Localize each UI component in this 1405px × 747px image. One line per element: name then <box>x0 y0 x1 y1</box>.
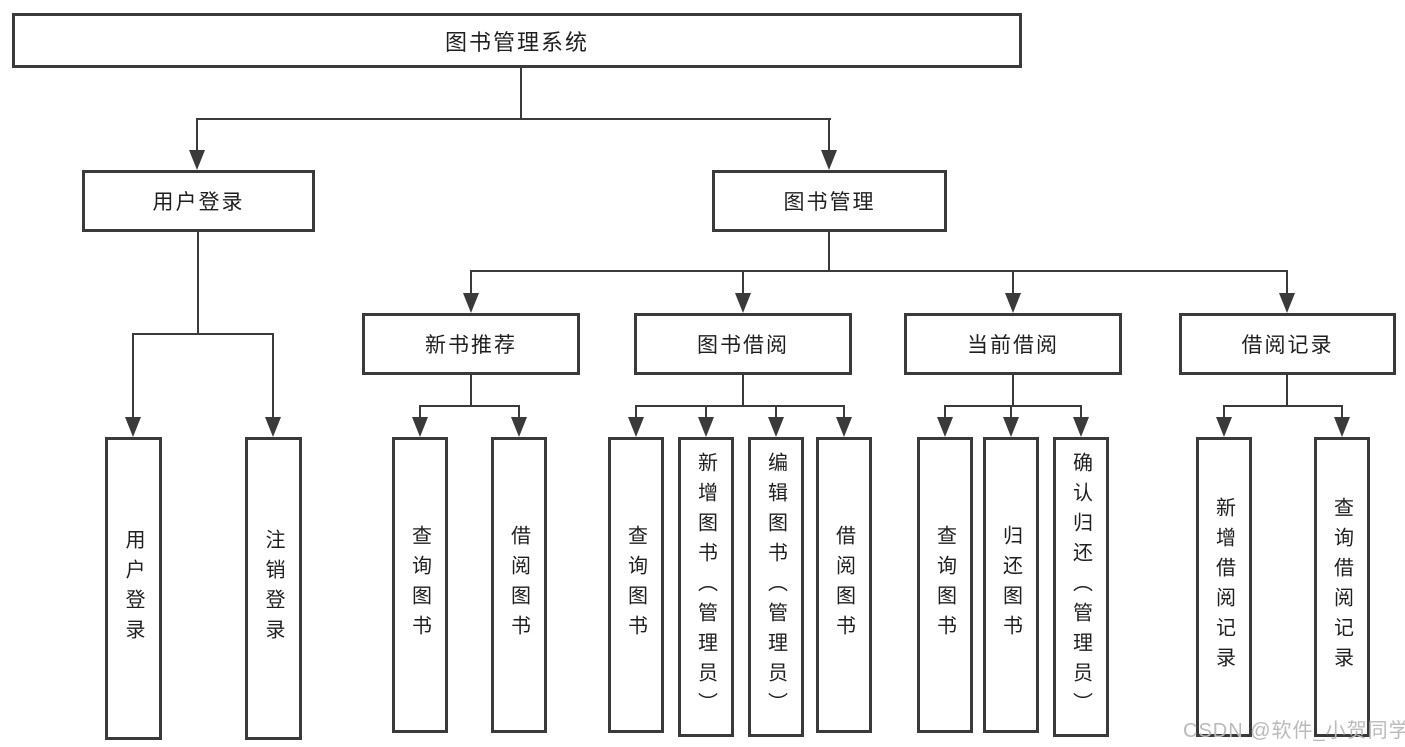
arrowhead-mgmt-icon <box>821 150 837 170</box>
arrowhead-g0-leaf1-icon <box>511 417 527 437</box>
arrowhead-g1-leaf2-icon <box>768 417 784 437</box>
leaf-logout: 注销登录 <box>245 437 302 740</box>
connector-group2-shaft <box>1012 270 1014 297</box>
leaf-add-book-admin: 新增图书（管理员） <box>678 437 734 737</box>
connector-mgmt-trunk <box>828 230 830 271</box>
arrowhead-g2-leaf1-icon <box>1003 417 1019 437</box>
leaf-query-book-1: 查询图书 <box>608 437 664 733</box>
arrowhead-login-leaf1-icon <box>125 417 141 437</box>
connector-group1-shaft <box>742 270 744 297</box>
connector-login-bar <box>132 333 274 335</box>
connector-g1-leaf0-shaft <box>635 405 637 419</box>
leaf-add-borrow-record: 新增借阅记录 <box>1196 437 1252 737</box>
connector-root-trunk <box>520 66 522 119</box>
node-current-borrow: 当前借阅 <box>904 313 1122 375</box>
arrowhead-g0-leaf0-icon <box>412 417 428 437</box>
arrowhead-g1-leaf3-icon <box>836 417 852 437</box>
connector-g3-leaf0-shaft <box>1223 405 1225 419</box>
leaf-query-borrow-record: 查询借阅记录 <box>1314 437 1370 737</box>
connector-g0-trunk <box>470 373 472 406</box>
connector-g1-trunk <box>742 373 744 406</box>
node-user-login: 用户登录 <box>82 170 315 232</box>
arrowhead-g2-leaf0-icon <box>937 417 953 437</box>
leaf-query-book-0: 查询图书 <box>392 437 448 733</box>
arrowhead-group2-icon <box>1005 293 1021 313</box>
connector-login-leaf2-shaft <box>272 333 274 419</box>
leaf-borrow-book-0: 借阅图书 <box>491 437 547 733</box>
connector-g1-leaf1-shaft <box>705 405 707 419</box>
arrowhead-login-leaf2-icon <box>265 417 281 437</box>
connector-group3-shaft <box>1286 270 1288 297</box>
connector-login-leaf1-shaft <box>132 333 134 419</box>
arrowhead-g3-leaf1-icon <box>1334 417 1350 437</box>
connector-g2-leaf0-shaft <box>944 405 946 419</box>
arrowhead-group3-icon <box>1279 293 1295 313</box>
connector-login-trunk <box>197 230 199 334</box>
connector-g2-leaf2-shaft <box>1080 405 1082 419</box>
node-book-borrow: 图书借阅 <box>634 313 852 375</box>
connector-g0-leaf0-shaft <box>419 405 421 419</box>
connector-groups-bar <box>470 270 1288 272</box>
leaf-query-book-2: 查询图书 <box>917 437 973 733</box>
connector-g0-bar <box>419 405 520 407</box>
arrowhead-g3-leaf0-icon <box>1216 417 1232 437</box>
connector-g3-bar <box>1223 405 1343 407</box>
leaf-edit-book-admin: 编辑图书（管理员） <box>748 437 804 737</box>
node-new-book-recommend: 新书推荐 <box>362 313 580 375</box>
arrowhead-g1-leaf0-icon <box>628 417 644 437</box>
connector-g2-leaf1-shaft <box>1010 405 1012 419</box>
arrowhead-g1-leaf1-icon <box>698 417 714 437</box>
connector-level2-bar <box>197 118 831 120</box>
connector-g2-bar <box>944 405 1082 407</box>
csdn-watermark: CSDN @软件_小贺同学 <box>1183 720 1405 742</box>
node-book-management: 图书管理 <box>712 170 947 232</box>
connector-group0-shaft <box>470 270 472 297</box>
connector-g0-leaf1-shaft <box>518 405 520 419</box>
node-library-management-system: 图书管理系统 <box>12 13 1022 68</box>
connector-login-shaft <box>196 118 198 154</box>
connector-g1-leaf3-shaft <box>843 405 845 419</box>
node-borrow-record: 借阅记录 <box>1179 313 1396 375</box>
arrowhead-login-icon <box>189 150 205 170</box>
leaf-confirm-return-admin: 确认归还（管理员） <box>1053 437 1109 737</box>
arrowhead-g2-leaf2-icon <box>1073 417 1089 437</box>
connector-g1-bar <box>635 405 845 407</box>
connector-g1-leaf2-shaft <box>775 405 777 419</box>
arrowhead-group1-icon <box>735 293 751 313</box>
connector-g3-leaf1-shaft <box>1341 405 1343 419</box>
leaf-user-login: 用户登录 <box>105 437 162 740</box>
connector-g3-trunk <box>1286 373 1288 406</box>
leaf-borrow-book-1: 借阅图书 <box>816 437 872 733</box>
arrowhead-group0-icon <box>463 293 479 313</box>
connector-g2-trunk <box>1012 373 1014 406</box>
leaf-return-book: 归还图书 <box>983 437 1039 733</box>
connector-mgmt-shaft <box>828 118 830 154</box>
